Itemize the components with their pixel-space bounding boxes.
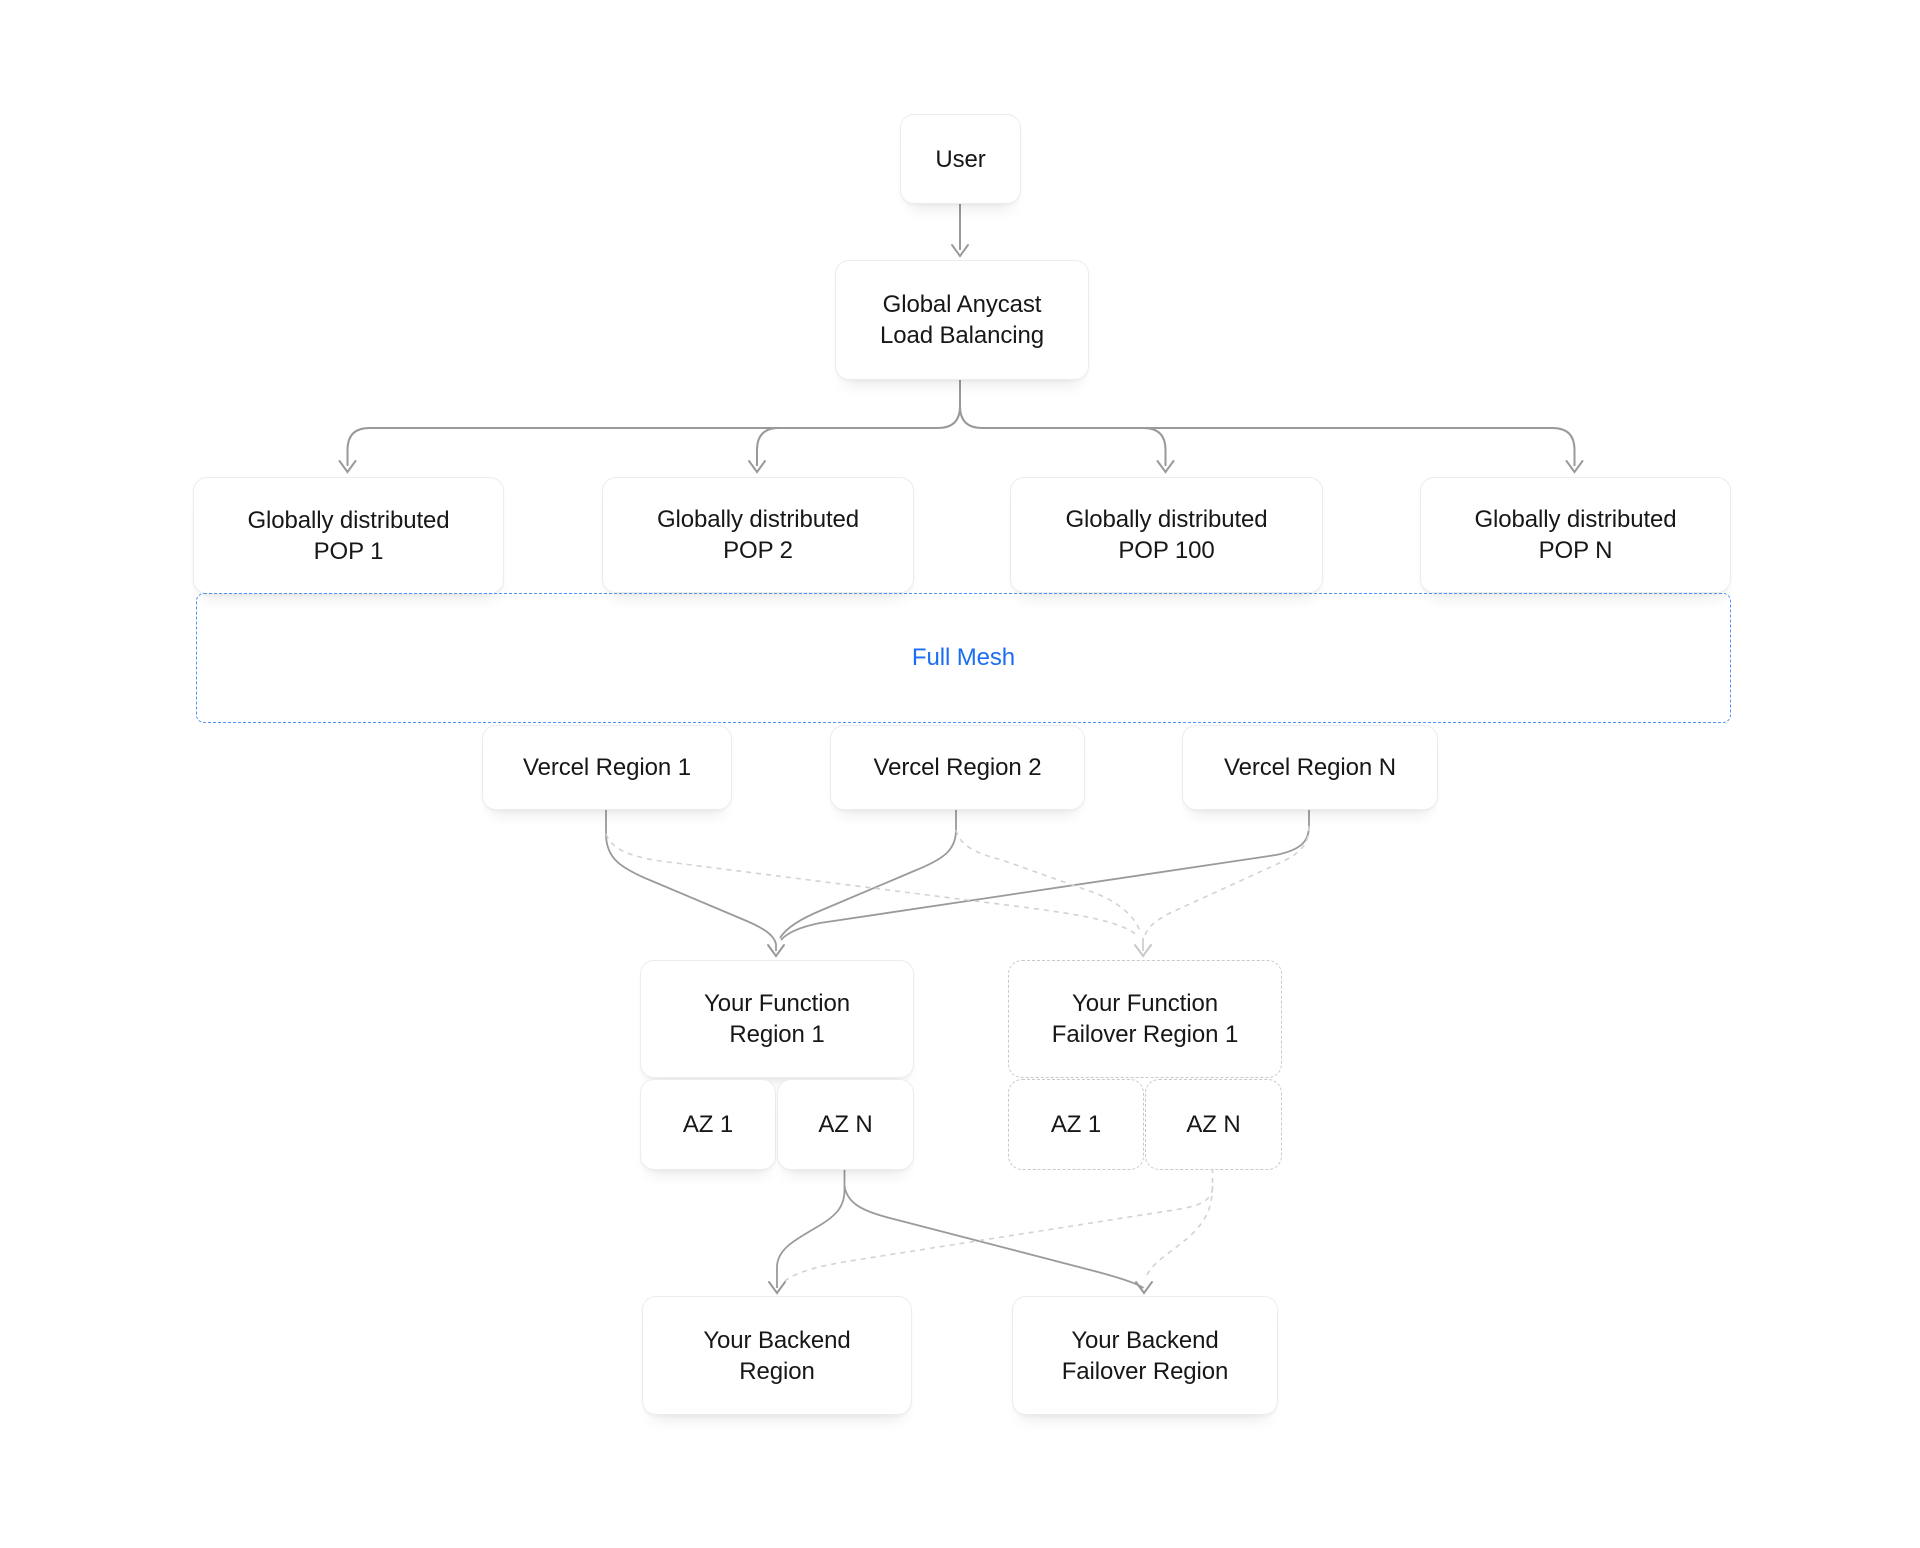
az-failover-n-node: AZ N [1145,1079,1282,1170]
arrowhead [748,460,766,474]
vercel-region-2-label: Vercel Region 2 [873,754,1042,781]
pop-node-100: Globally distributed POP 100 [1010,477,1323,593]
pop-n-label: Globally distributed POP N [1474,506,1677,564]
edge-lb-pop1 [346,377,961,466]
backend-region-label: Your Backend Region [703,1326,851,1385]
edge-azn-bef [843,1185,1145,1289]
pop-2-label: Globally distributed POP 2 [656,506,860,564]
full-mesh-label: Full Mesh [911,644,1016,671]
full-mesh-region: Full Mesh [196,593,1731,723]
edge-vrn-fn1 [780,808,1310,941]
pop-node-2: Globally distributed POP 2 [602,477,914,593]
function-failover-label: Your Function Failover Region 1 [1051,990,1239,1048]
edge-lb-popN [959,405,1576,466]
backend-failover-label: Your Backend Failover Region [1061,1326,1229,1385]
vercel-region-n-node: Vercel Region N [1182,725,1438,810]
pop-1-label: Globally distributed POP 1 [247,506,450,565]
arrowhead [338,460,357,474]
load-balancer-label: Global Anycast Load Balancing [879,291,1045,349]
edge-vr1-fn1 [605,808,777,951]
arrowhead [768,1281,786,1295]
function-failover-node: Your Function Failover Region 1 [1008,960,1282,1078]
function-region-label: Your Function Region 1 [704,990,850,1048]
arrowhead [1565,460,1584,474]
user-label: User [935,145,986,173]
arrowhead-light [1134,944,1152,958]
arrowhead [1135,1281,1153,1295]
az-1-node: AZ 1 [640,1079,776,1170]
arrowhead [951,244,969,258]
edge-azfn-be1 [784,1168,1214,1282]
az-failover-1-node: AZ 1 [1008,1079,1144,1170]
vercel-region-2-node: Vercel Region 2 [830,725,1085,810]
vercel-region-1-node: Vercel Region 1 [482,725,732,810]
edge-vr2-fn1 [779,808,957,939]
pop-100-label: Globally distributed POP 100 [1065,506,1268,564]
user-node: User [900,114,1021,204]
az-1-label: AZ 1 [682,1111,734,1138]
vercel-region-n-label: Vercel Region N [1224,754,1396,781]
edge-lb-pop100 [1143,427,1167,466]
function-region-node: Your Function Region 1 [640,960,914,1078]
edge-azfn-bef [1145,1185,1214,1278]
pop-node-1: Globally distributed POP 1 [193,477,504,594]
load-balancer-node: Global Anycast Load Balancing [835,260,1089,380]
backend-failover-node: Your Backend Failover Region [1012,1296,1278,1415]
edge-lb-pop2 [756,427,780,466]
pop-node-n: Globally distributed POP N [1420,477,1731,593]
edge-vr2-fnf [955,829,1142,934]
az-n-node: AZ N [777,1079,914,1170]
vercel-region-1-label: Vercel Region 1 [523,754,691,781]
az-n-label: AZ N [818,1111,873,1138]
backend-region-node: Your Backend Region [642,1296,912,1415]
edge-vrn-fnf [1144,825,1310,936]
az-failover-1-label: AZ 1 [1050,1111,1102,1138]
edge-azn-be1 [776,1168,846,1288]
az-failover-n-label: AZ N [1186,1111,1241,1138]
arrowhead [767,944,785,958]
edge-vr1-fnf [605,833,1140,938]
arrowhead [1156,460,1175,474]
